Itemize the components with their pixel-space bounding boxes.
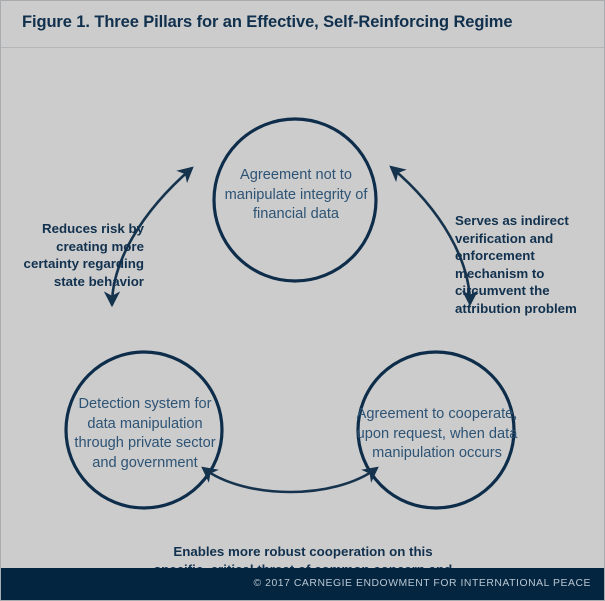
footer-bar: © 2017 CARNEGIE ENDOWMENT FOR INTERNATIO… xyxy=(0,568,605,601)
arrow-bottom-double xyxy=(201,466,379,494)
copyright-text: © 2017 CARNEGIE ENDOWMENT FOR INTERNATIO… xyxy=(253,578,591,589)
arrow-right-double xyxy=(389,165,479,307)
diagram-svg xyxy=(64,117,516,510)
node-circle-top xyxy=(212,117,378,283)
node-label-agreement-cooperate: Agreement to cooperate, upon request, wh… xyxy=(356,406,518,461)
edge-label-indirect-verification: Serves as indirect verification and enfo… xyxy=(455,213,577,316)
title-divider xyxy=(0,47,605,48)
arrow-left-double xyxy=(103,166,194,308)
node-label-detection-system: Detection system for data manipulation t… xyxy=(74,396,216,471)
figure-title: Figure 1. Three Pillars for an Effective… xyxy=(22,13,513,31)
node-circle-right xyxy=(356,350,516,510)
edge-label-reduces-risk: Reduces risk by creating more certainty … xyxy=(23,221,144,289)
node-label-agreement-integrity: Agreement not to manipulate integrity of… xyxy=(224,167,368,222)
diagram-canvas: Agreement not to manipulate integrity of… xyxy=(0,48,605,594)
node-circle-left xyxy=(64,350,224,510)
